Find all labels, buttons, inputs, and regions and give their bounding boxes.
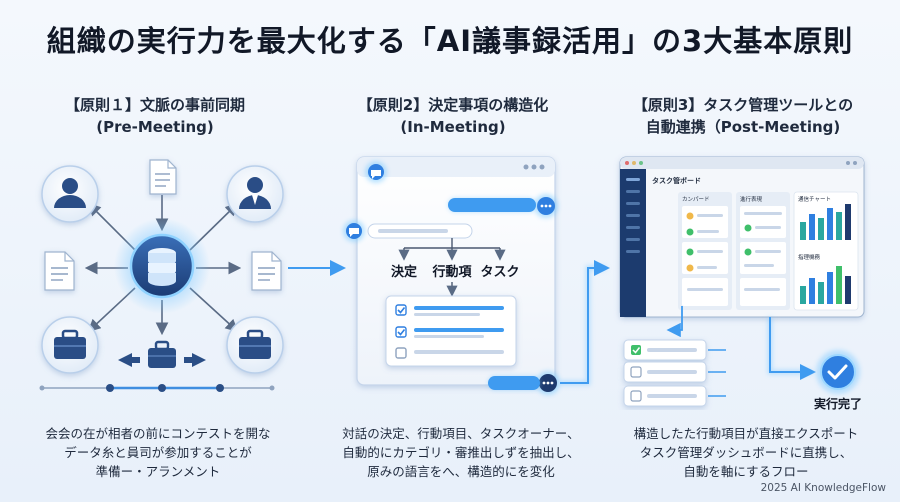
principle-1-desc-line1: 会会の在が相者の前にコンテストを開な bbox=[45, 426, 271, 441]
principle-3-heading-line1: 【原則3】タスク管理ツールとの bbox=[632, 96, 854, 114]
message-bubble bbox=[488, 376, 540, 390]
exported-task bbox=[623, 385, 707, 407]
briefcase-icon bbox=[226, 316, 284, 374]
principle-3-description: 構造したた行動項目が直接エクスポート タスク管理ダッシュボードに直携し、 自動を… bbox=[610, 424, 882, 481]
checklist-item bbox=[395, 347, 504, 359]
message-bubble bbox=[448, 198, 536, 212]
exported-task bbox=[623, 361, 707, 383]
principle-1-desc-line2: データ糸と員司が参加することが bbox=[64, 445, 252, 460]
flow-arrow bbox=[560, 260, 610, 386]
principle-2-desc-line2: 自動的にカテゴリ・審推出しずを抽出し、 bbox=[342, 445, 580, 460]
chat-bubble-icon bbox=[536, 371, 560, 395]
category-task: タスク bbox=[480, 265, 519, 280]
briefcase-icon bbox=[148, 340, 176, 368]
principle-1-description: 会会の在が相者の前にコンテストを開な データ糸と員司が参加することが 準備ー・ア… bbox=[18, 424, 298, 481]
principle-3-heading: 【原則3】タスク管理ツールとの 自動連携（Post-Meeting) bbox=[608, 94, 878, 138]
category-action-item: 行動項 bbox=[431, 264, 472, 280]
chat-bubble-icon bbox=[534, 194, 558, 218]
principle-2-heading-line1: 【原則2】決定事項の構造化 bbox=[357, 96, 549, 114]
principle-1-heading-line1: 【原則１】文脈の事前同期 bbox=[64, 96, 245, 114]
principle-3-desc-line1: 構造したた行動項目が直接エクスポート bbox=[633, 426, 859, 441]
check-circle-icon bbox=[816, 350, 860, 394]
person-icon bbox=[226, 165, 284, 223]
principle-3-desc-line2: タスク管理ダッシュボードに直携し、 bbox=[639, 445, 853, 460]
document-icon bbox=[149, 159, 177, 195]
principle-1-heading-line2: (Pre-Meeting) bbox=[96, 118, 214, 136]
principle-1-heading: 【原則１】文脈の事前同期 (Pre-Meeting) bbox=[20, 94, 290, 138]
double-arrow-icon bbox=[118, 353, 206, 367]
chat-bubble-icon bbox=[343, 220, 365, 242]
checklist-item bbox=[395, 304, 504, 316]
footer-credit: 2025 AI KnowledgeFlow bbox=[760, 482, 886, 494]
principle-1-desc-line3: 準備ー・アランメント bbox=[95, 464, 221, 479]
chat-bubble-icon bbox=[365, 161, 387, 183]
principle-2-desc-line1: 対話の決定、行動項目、タスクオーナー、 bbox=[342, 426, 580, 441]
page-title: 組織の実行力を最大化する「AI議事録活用」の3大基本原則 bbox=[46, 24, 854, 58]
exported-task bbox=[623, 339, 707, 361]
dashboard-title: タスク管ボード bbox=[652, 176, 701, 185]
chart-panel-sub-label: 指理機務 bbox=[798, 253, 821, 261]
completion-label: 実行完了 bbox=[814, 396, 862, 411]
principle-2-description: 対話の決定、行動項目、タスクオーナー、 自動的にカテゴリ・審推出しずを抽出し、 … bbox=[316, 424, 606, 481]
document-icon bbox=[44, 251, 75, 291]
kanban-column bbox=[678, 192, 732, 310]
briefcase-icon bbox=[41, 316, 99, 374]
checklist-item bbox=[395, 326, 504, 338]
export-connector bbox=[666, 306, 816, 397]
document-icon bbox=[251, 251, 282, 291]
kanban-column-label: カンパード bbox=[682, 196, 710, 203]
category-tree bbox=[398, 238, 506, 297]
kanban-column-label: 進行表現 bbox=[740, 195, 763, 203]
chart-panel bbox=[793, 191, 859, 311]
principle-3-desc-line3: 自動を軸にするフロー bbox=[683, 464, 809, 479]
principle-2-heading-line2: (In-Meeting) bbox=[400, 118, 506, 136]
message-bubble bbox=[367, 223, 473, 239]
principle-2-desc-line3: 原みの語言をへ、構造的にを変化 bbox=[367, 464, 555, 479]
category-decision: 決定 bbox=[391, 264, 417, 280]
principle-2-heading: 【原則2】決定事項の構造化 (In-Meeting) bbox=[318, 94, 588, 138]
chart-panel-label: 通信チャート bbox=[798, 195, 831, 203]
kanban-column bbox=[736, 192, 790, 310]
principle-3-heading-line2: 自動連携（Post-Meeting) bbox=[645, 118, 841, 136]
timeline bbox=[39, 384, 275, 392]
person-icon bbox=[41, 165, 99, 223]
database-hub-icon bbox=[114, 218, 210, 314]
